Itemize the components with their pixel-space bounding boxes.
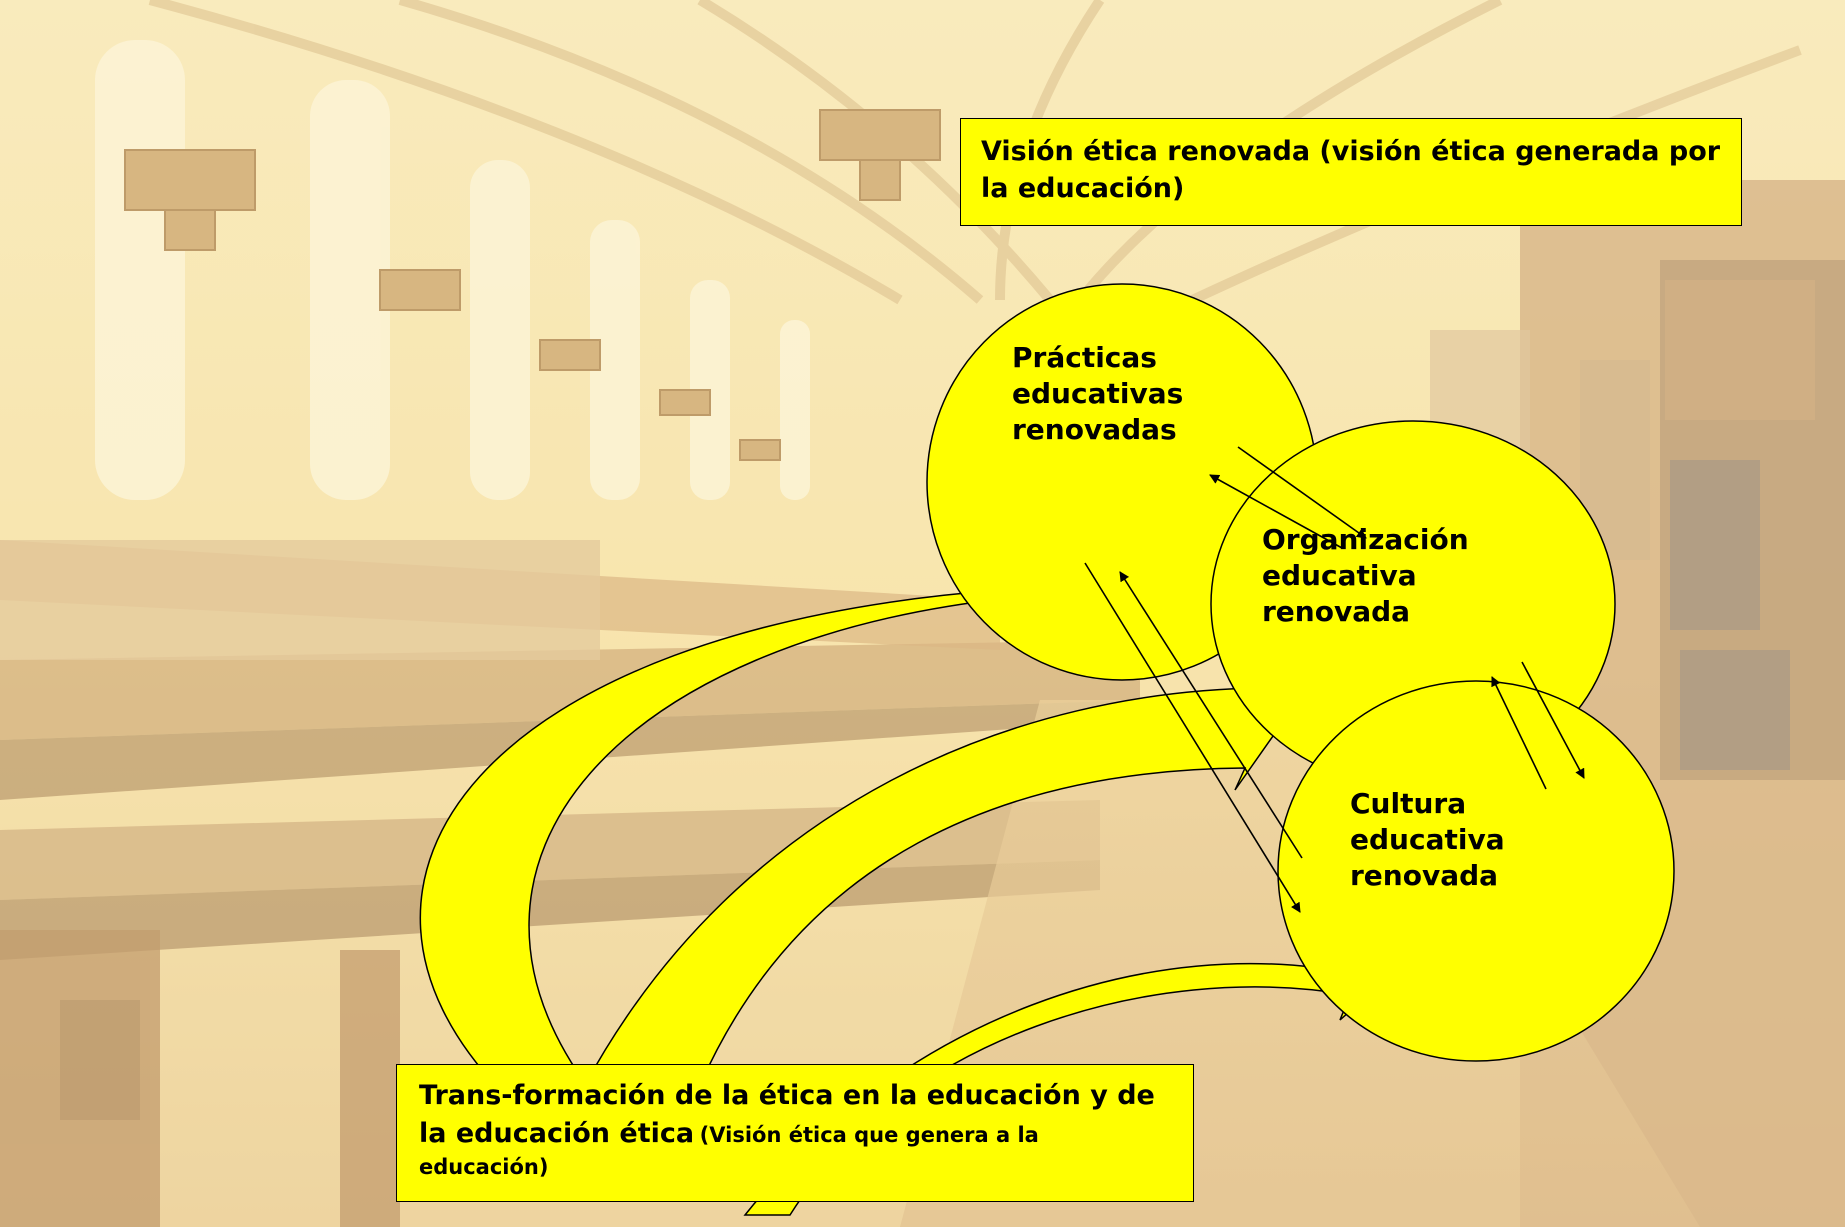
arrow-cultura-to-organizacion (1491, 676, 1547, 790)
arrow-organizacion-to-cultura (1521, 661, 1585, 779)
curved-arrow-to-organizacion (583, 654, 1332, 1086)
arrow-practicas-to-organizacion (1237, 446, 1367, 539)
bottom-box-transformacion: Trans-formación de la ética en la educac… (396, 1064, 1194, 1202)
organizacion-line-2: educativa (1262, 558, 1417, 592)
circle-label-cultura: Cultura educativa renovada (1350, 786, 1505, 893)
arrow-cultura-to-practicas (1119, 571, 1303, 859)
top-box-vision-etica: Visión ética renovada (visión ética gene… (960, 118, 1742, 226)
practicas-line-2: educativas (1012, 376, 1184, 410)
arrow-organizacion-to-practicas (1209, 474, 1343, 549)
cultura-line-1: Cultura (1350, 787, 1467, 820)
cultura-line-3: renovada (1350, 858, 1499, 892)
circle-label-organizacion: Organización educativa renovada (1262, 522, 1469, 629)
bottom-box-small-text: (Visión ética que genera a la educación) (419, 1122, 1039, 1179)
organizacion-line-3: renovada (1262, 594, 1411, 628)
circle-label-practicas: Prácticas educativas renovadas (1012, 340, 1183, 447)
arrow-practicas-to-cultura (1084, 562, 1301, 913)
bottom-box-main-text: Trans-formación de la ética en la educac… (419, 1080, 1155, 1149)
circle-cultura (1277, 680, 1675, 1062)
top-box-text: Visión ética renovada (visión ética gene… (981, 136, 1721, 205)
practicas-line-1: Prácticas (1012, 341, 1157, 374)
organizacion-line-1: Organización (1262, 523, 1469, 556)
cultura-line-2: educativa (1350, 822, 1505, 856)
practicas-line-3: renovadas (1012, 412, 1177, 446)
